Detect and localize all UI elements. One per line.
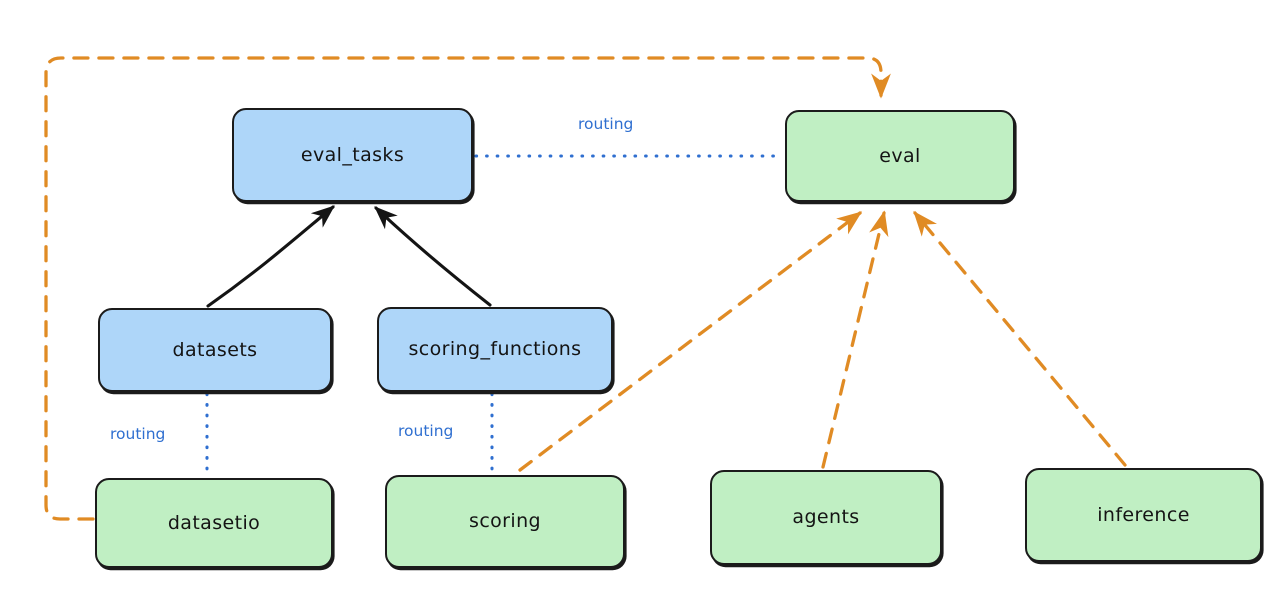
node-datasets[interactable]: datasets [98, 308, 332, 392]
node-label-datasetio: datasetio [167, 511, 261, 534]
node-label-scoring: scoring [469, 510, 541, 532]
node-label-inference: inference [1097, 503, 1190, 526]
edge-inference-to-eval [913, 210, 1127, 467]
edge-agents-to-eval [821, 210, 889, 469]
edge-label-routing-datasets-datasetio: routing [110, 425, 166, 443]
edge-scoring-functions-to-eval-tasks [374, 206, 492, 307]
node-scoring-functions[interactable]: scoring_functions [377, 307, 613, 392]
node-label-agents: agents [792, 506, 860, 528]
node-eval-tasks[interactable]: eval_tasks [232, 108, 473, 202]
edge-label-routing-scoring-functions-scoring: routing [398, 422, 454, 440]
node-label-datasets: datasets [172, 338, 258, 361]
node-datasetio[interactable]: datasetio [95, 478, 333, 568]
node-label-eval-tasks: eval_tasks [300, 143, 405, 166]
node-label-eval: eval [879, 144, 921, 167]
edge-label-routing-eval-tasks-eval: routing [578, 115, 634, 133]
edge-datasets-to-eval-tasks [206, 205, 335, 308]
node-eval[interactable]: eval [785, 110, 1015, 202]
node-agents[interactable]: agents [710, 470, 942, 565]
node-scoring[interactable]: scoring [385, 475, 625, 568]
node-label-scoring-functions: scoring_functions [408, 338, 582, 360]
node-inference[interactable]: inference [1025, 468, 1262, 562]
